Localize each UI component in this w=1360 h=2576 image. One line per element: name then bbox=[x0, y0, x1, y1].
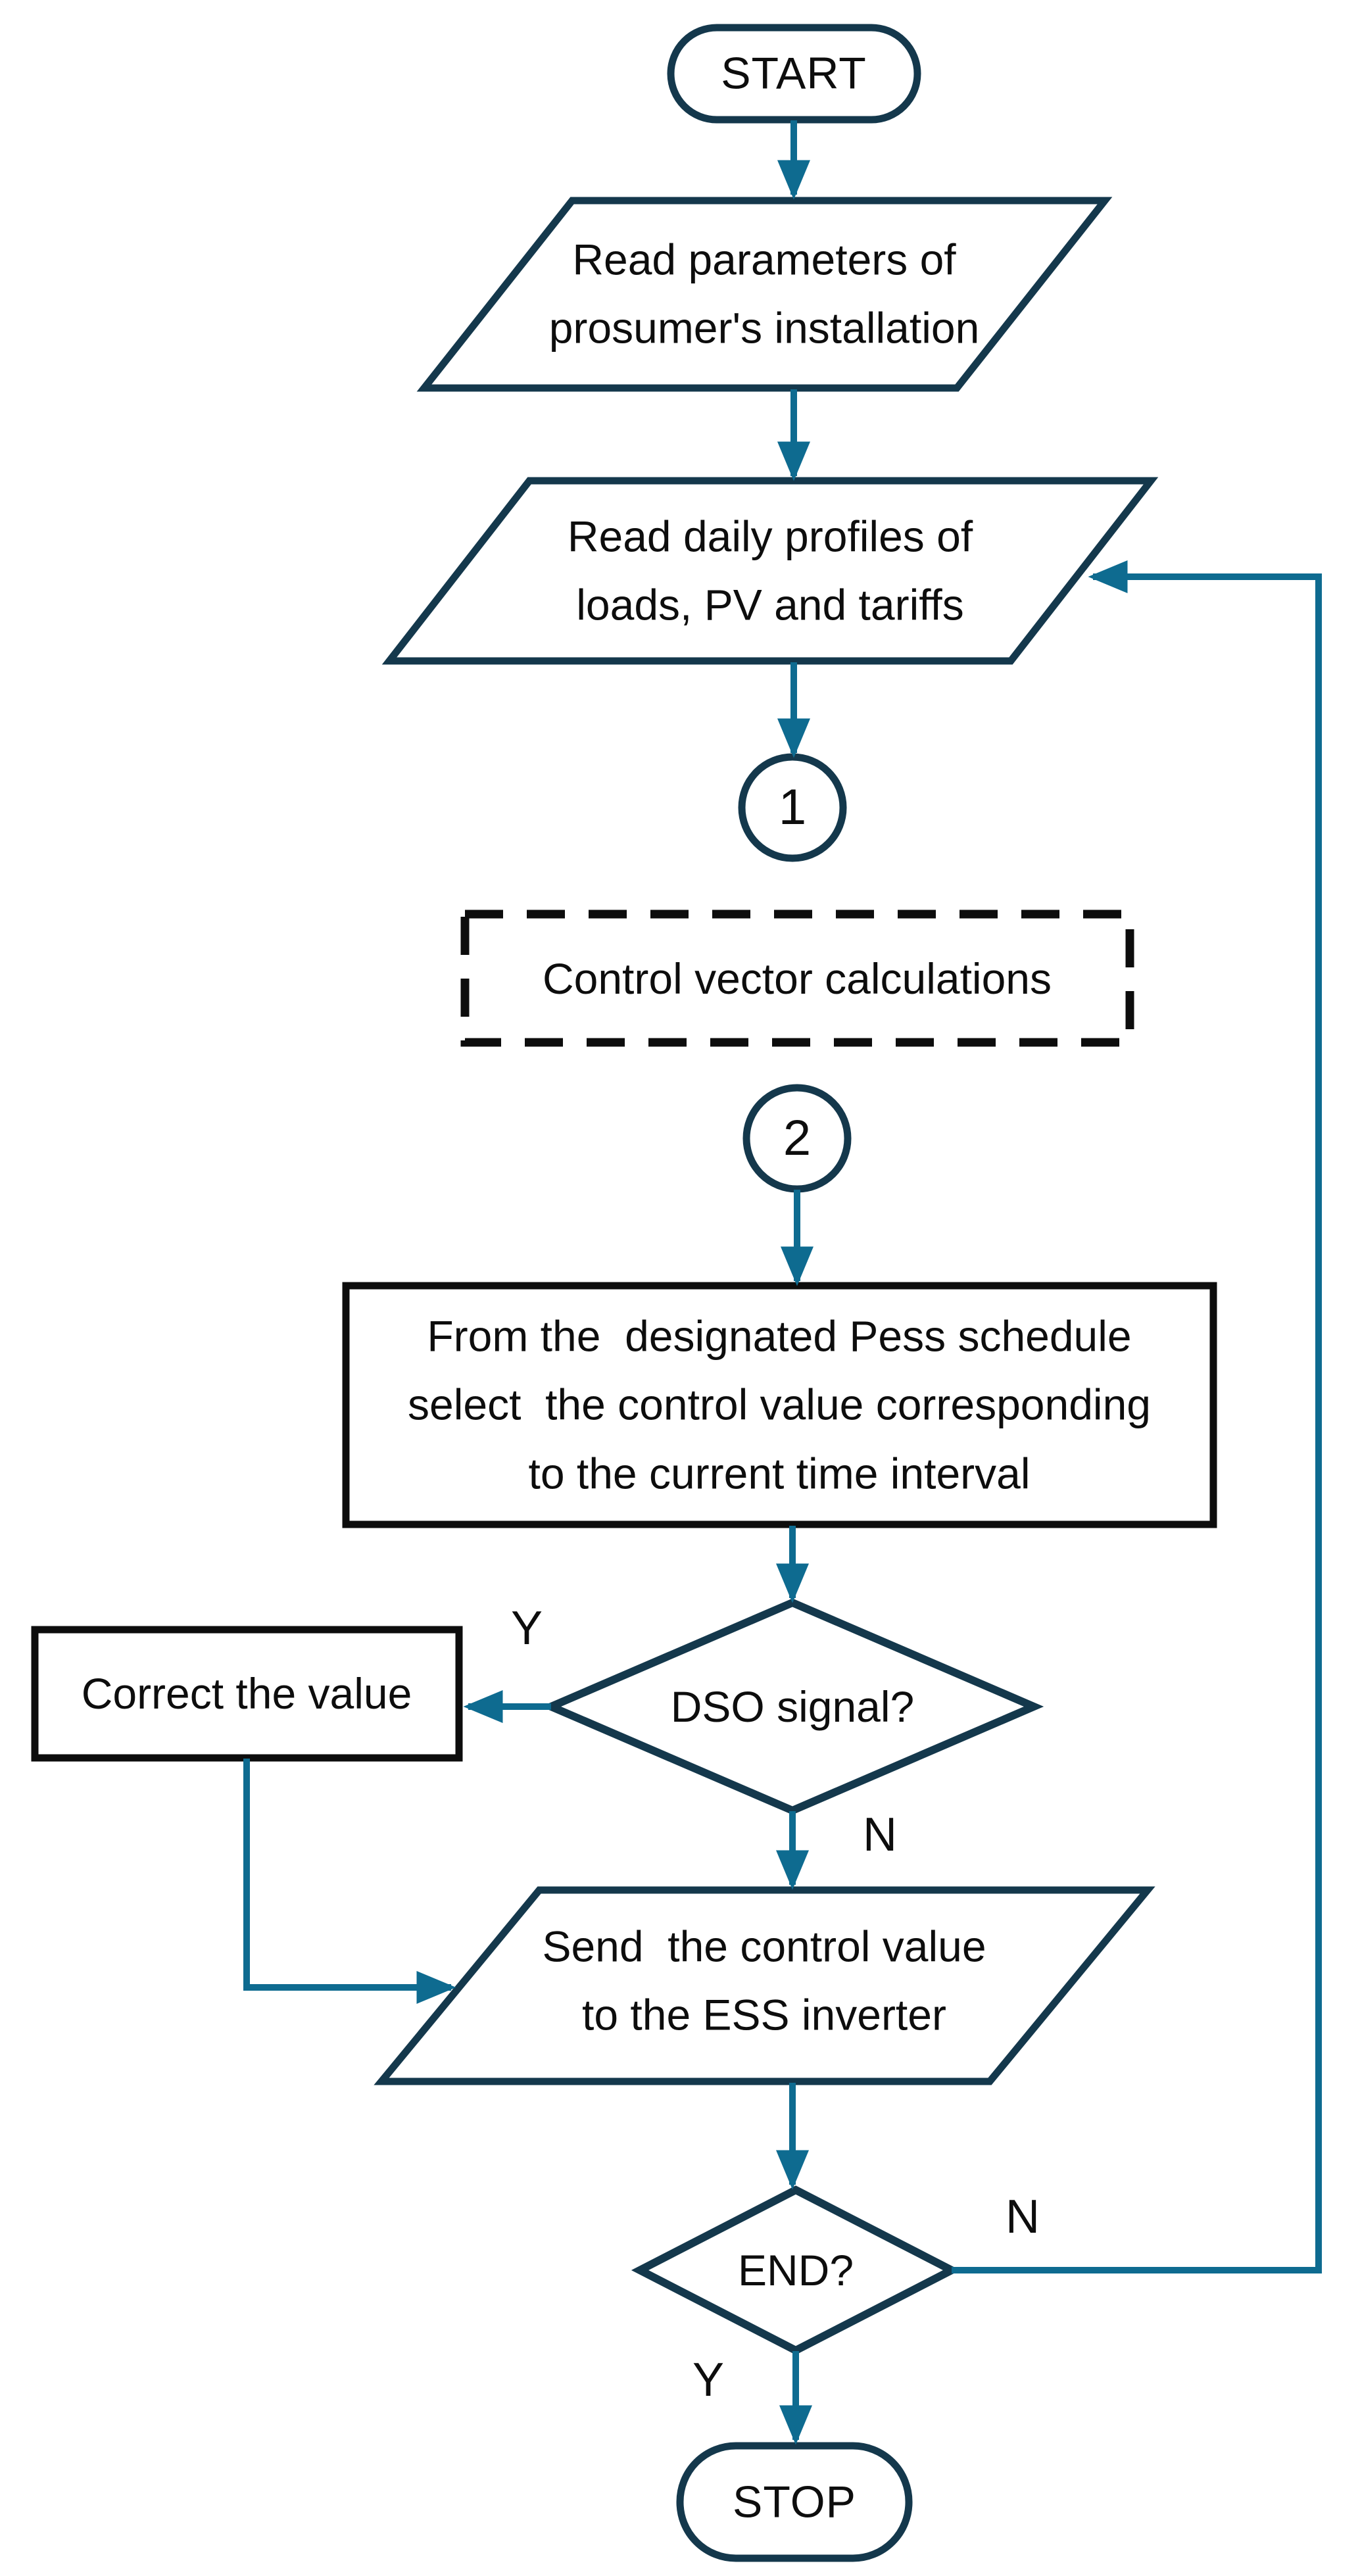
stop-terminal-shape bbox=[676, 2442, 913, 2562]
read-profiles-label: Read daily profiles of loads, PV and tar… bbox=[567, 512, 973, 629]
read-parameters-parallelogram bbox=[416, 197, 1113, 392]
dso-signal-decision-diamond bbox=[541, 1598, 1044, 1815]
end-label: END? bbox=[737, 2245, 854, 2295]
start-label: START bbox=[721, 48, 867, 99]
correct-value-label: Correct the value bbox=[81, 1668, 412, 1718]
dso-signal-label: DSO signal? bbox=[670, 1682, 915, 1731]
read-parameters-label: Read parameters of prosumer's installati… bbox=[548, 235, 980, 352]
end-decision-diamond bbox=[631, 2185, 961, 2355]
start-terminal-shape bbox=[667, 24, 921, 124]
correct-value-process-box bbox=[31, 1626, 463, 1762]
offpage-connector-2-label: 2 bbox=[783, 1109, 812, 1166]
arrow-correct-value-to-send-control bbox=[243, 1759, 456, 2004]
send-control-parallelogram bbox=[374, 1886, 1155, 2085]
end-no-branch-label: N bbox=[1006, 2191, 1040, 2244]
read-profiles-parallelogram bbox=[381, 477, 1159, 665]
send-control-label: Send the control value to the ESS invert… bbox=[542, 1922, 986, 2039]
offpage-connector-2-circle bbox=[742, 1084, 852, 1193]
select-control-label: From the designated Pess schedule select… bbox=[408, 1311, 1151, 1498]
dso-yes-branch-label: Y bbox=[510, 1602, 543, 1655]
offpage-connector-1-label: 1 bbox=[778, 779, 807, 835]
select-control-process-box bbox=[342, 1282, 1217, 1528]
arrow-end-no-feedback-to-read-profiles bbox=[952, 560, 1322, 2273]
end-yes-branch-label: Y bbox=[692, 2354, 725, 2407]
control-vector-label: Control vector calculations bbox=[542, 954, 1052, 1003]
dso-no-branch-label: N bbox=[863, 1809, 897, 1862]
control-vector-dashed-box bbox=[460, 910, 1134, 1047]
stop-label: STOP bbox=[733, 2477, 856, 2527]
